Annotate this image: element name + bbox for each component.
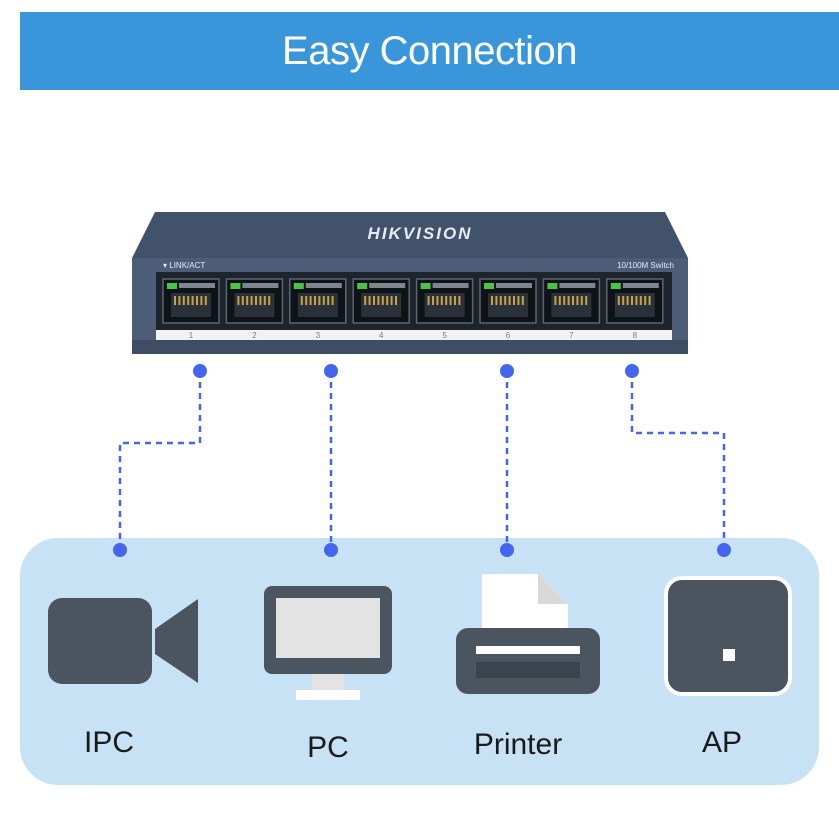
switch-model-label: 10/100M Switch — [617, 261, 674, 270]
camera-icon — [48, 598, 198, 684]
access-point-icon — [664, 576, 792, 696]
device-label-pc: PC — [307, 731, 349, 764]
port-led-icon — [547, 283, 558, 289]
switch-status-label: ▾ LINK/ACT — [163, 261, 205, 270]
port-led-icon — [357, 283, 368, 289]
ethernet-port-2: 2 — [225, 278, 284, 340]
port-number-label: 3 — [316, 331, 321, 340]
port-number-label: 2 — [252, 331, 257, 340]
connector-port8-ap — [630, 371, 726, 550]
port-number-strip — [156, 330, 672, 340]
connector-dot-port6 — [500, 364, 514, 378]
connector-dot-port8 — [625, 364, 639, 378]
port-number-label: 5 — [442, 331, 447, 340]
ethernet-port-8: 8 — [606, 278, 664, 340]
monitor-icon — [264, 586, 392, 700]
port-led-icon — [230, 283, 241, 289]
ethernet-port-7: 7 — [542, 278, 601, 340]
connector-dot-ap — [717, 543, 731, 557]
device-label-printer: Printer — [473, 728, 563, 761]
switch-top — [132, 212, 688, 258]
device-label-ap: AP — [701, 726, 743, 759]
port-led-icon — [610, 283, 621, 289]
switch-front-shade — [132, 340, 688, 354]
ethernet-port-1: 1 — [162, 278, 220, 340]
connector-dot-port3 — [324, 364, 338, 378]
port-number-label: 4 — [379, 331, 384, 340]
ethernet-port-3: 3 — [289, 278, 347, 340]
ethernet-port-6: 6 — [479, 278, 537, 340]
connector-dot-port1 — [193, 364, 207, 378]
port-led-icon — [167, 283, 177, 289]
device-panel — [20, 538, 819, 785]
printer-icon — [456, 574, 600, 694]
port-led-icon — [420, 283, 431, 289]
device-label-ipc: IPC — [83, 726, 135, 759]
port-number-label: 7 — [569, 331, 574, 340]
ethernet-port-4: 4 — [352, 278, 410, 340]
switch-brand: HIKVISION — [368, 224, 473, 243]
connector-dot-printer — [500, 543, 514, 557]
connector-port1-ipc — [118, 371, 202, 550]
banner-title: Easy Connection — [282, 28, 577, 73]
ethernet-port-5: 5 — [415, 278, 474, 340]
connector-dot-ipc — [113, 543, 127, 557]
port-number-label: 8 — [633, 331, 638, 340]
title-banner: Easy Connection — [20, 12, 839, 90]
network-switch: HIKVISION ▾ LINK/ACT 10/100M Switch 1 2 3 4… — [132, 212, 688, 354]
port-led-icon — [293, 283, 304, 289]
port-number-label: 6 — [506, 331, 511, 340]
port-number-label: 1 — [189, 331, 194, 340]
port-led-icon — [484, 283, 494, 289]
connector-dot-pc — [324, 543, 338, 557]
